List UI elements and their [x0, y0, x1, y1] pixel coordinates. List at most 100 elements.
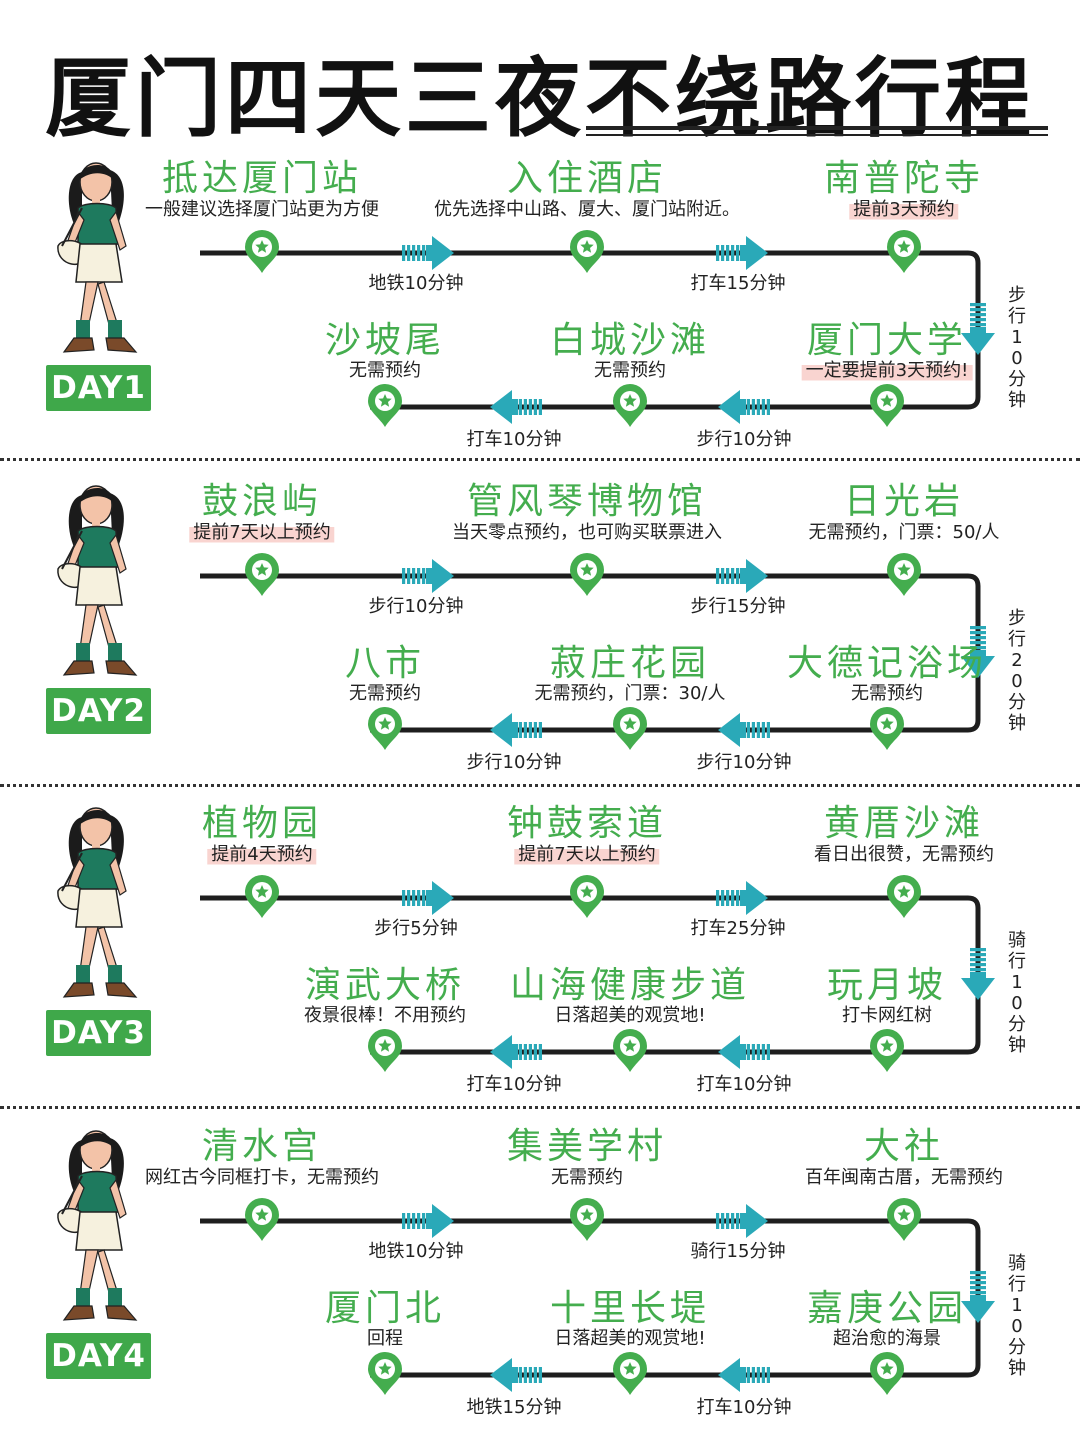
transit-label: 步行5分钟	[374, 918, 458, 939]
direction-arrow-icon	[961, 948, 995, 1000]
direction-arrow-icon	[490, 390, 542, 424]
transit-label: 地铁10分钟	[368, 1241, 464, 1262]
transit-label: 打车10分钟	[466, 1074, 562, 1095]
location-pin-star-icon	[870, 707, 904, 750]
direction-arrow-icon	[718, 713, 770, 747]
stop-name: 大德记浴场	[786, 643, 988, 684]
stop-note: 百年闽南古厝，无需预约	[805, 1167, 1003, 1188]
stop-name: 日光岩	[843, 481, 965, 522]
location-pin-star-icon	[613, 1352, 647, 1395]
stop-note: 夜景很棒！不用预约	[304, 1005, 466, 1026]
stop-note: 无需预约	[349, 360, 421, 381]
transit-label-vertical: 步行10分钟	[1008, 285, 1026, 411]
stop-name: 抵达厦门站	[161, 158, 363, 199]
stop-note: 无需预约，门票：50/人	[808, 522, 1000, 543]
location-pin-star-icon	[368, 1352, 402, 1395]
location-pin-star-icon	[613, 1029, 647, 1072]
stop-name: 白城沙滩	[549, 320, 711, 361]
walking-girl-illustration	[57, 485, 138, 676]
stop-note: 提前3天预约	[849, 195, 959, 221]
location-pin-star-icon	[870, 1352, 904, 1395]
route-line	[200, 553, 995, 750]
page-title: 厦门四天三夜不绕路行程	[45, 49, 1035, 149]
stop-note: 提前4天预约	[207, 840, 317, 866]
transit-label: 打车15分钟	[690, 273, 786, 294]
stop-name: 演武大桥	[304, 965, 466, 1006]
location-pin-star-icon	[887, 230, 921, 273]
route-line	[200, 875, 995, 1072]
transit-label: 打车10分钟	[466, 429, 562, 450]
direction-arrow-icon	[490, 1358, 542, 1392]
location-pin-star-icon	[245, 230, 279, 273]
stop-note: 无需预约	[349, 683, 421, 704]
stop-name: 鼓浪屿	[201, 481, 323, 522]
direction-arrow-icon	[490, 1035, 542, 1069]
location-pin-star-icon	[368, 707, 402, 750]
transit-label: 步行10分钟	[368, 596, 464, 617]
stop-name: 沙坡尾	[324, 320, 446, 361]
direction-arrow-icon	[716, 236, 768, 270]
route-line	[200, 1198, 995, 1395]
location-pin-star-icon	[245, 1198, 279, 1241]
stop-name: 入住酒店	[506, 158, 668, 199]
transit-label-vertical: 骑行10分钟	[1008, 1253, 1026, 1379]
stop-name: 菽庄花园	[549, 643, 711, 684]
stop-name: 嘉庚公园	[806, 1288, 968, 1329]
traveler-illustration	[57, 485, 138, 676]
stop-name: 钟鼓索道	[506, 803, 668, 844]
section-divider	[0, 1106, 1080, 1109]
location-pin-star-icon	[368, 1029, 402, 1072]
stop-name: 山海健康步道	[509, 965, 751, 1006]
location-pin-star-icon	[570, 230, 604, 273]
direction-arrow-icon	[961, 626, 995, 678]
transit-label: 打车10分钟	[696, 1074, 792, 1095]
stop-name: 大社	[863, 1126, 945, 1167]
stop-note: 无需预约，门票：30/人	[534, 683, 726, 704]
transit-label-vertical: 步行20分钟	[1008, 608, 1026, 734]
walking-girl-illustration	[57, 162, 138, 353]
stop-note: 无需预约	[551, 1167, 623, 1188]
stop-note: 日落超美的观赏地!	[554, 1005, 706, 1026]
stop-name: 集美学村	[506, 1126, 668, 1167]
day-badge: DAY2	[46, 688, 151, 734]
direction-arrow-icon	[716, 881, 768, 915]
stop-name: 南普陀寺	[823, 158, 985, 199]
route-line	[200, 230, 995, 427]
stop-note: 日落超美的观赏地!	[554, 1328, 706, 1349]
section-divider	[0, 784, 1080, 787]
stop-note: 无需预约	[851, 683, 923, 704]
stop-name: 黄厝沙滩	[823, 803, 985, 844]
transit-label: 地铁10分钟	[368, 273, 464, 294]
walking-girl-illustration	[57, 807, 138, 998]
direction-arrow-icon	[718, 1035, 770, 1069]
stop-note: 回程	[367, 1328, 403, 1349]
location-pin-star-icon	[570, 875, 604, 918]
direction-arrow-icon	[402, 559, 454, 593]
location-pin-star-icon	[613, 707, 647, 750]
stop-note: 当天零点预约，也可购买联票进入	[452, 522, 722, 543]
stop-name: 八市	[344, 643, 426, 684]
transit-label: 步行15分钟	[690, 596, 786, 617]
transit-label: 打车10分钟	[696, 1397, 792, 1418]
day-badge: DAY3	[46, 1010, 151, 1056]
transit-label: 骑行15分钟	[690, 1241, 786, 1262]
section-divider	[0, 458, 1080, 461]
direction-arrow-icon	[716, 559, 768, 593]
stop-name: 厦门北	[324, 1288, 446, 1329]
direction-arrow-icon	[961, 1271, 995, 1323]
day-badge: DAY1	[46, 365, 151, 411]
location-pin-star-icon	[613, 384, 647, 427]
location-pin-star-icon	[368, 384, 402, 427]
location-pin-star-icon	[887, 875, 921, 918]
location-pin-star-icon	[570, 553, 604, 596]
stop-note: 提前7天以上预约	[514, 840, 660, 866]
stop-name: 植物园	[201, 803, 323, 844]
location-pin-star-icon	[245, 875, 279, 918]
direction-arrow-icon	[490, 713, 542, 747]
transit-label-vertical: 骑行10分钟	[1008, 930, 1026, 1056]
direction-arrow-icon	[402, 881, 454, 915]
location-pin-star-icon	[870, 384, 904, 427]
traveler-illustration	[57, 162, 138, 353]
